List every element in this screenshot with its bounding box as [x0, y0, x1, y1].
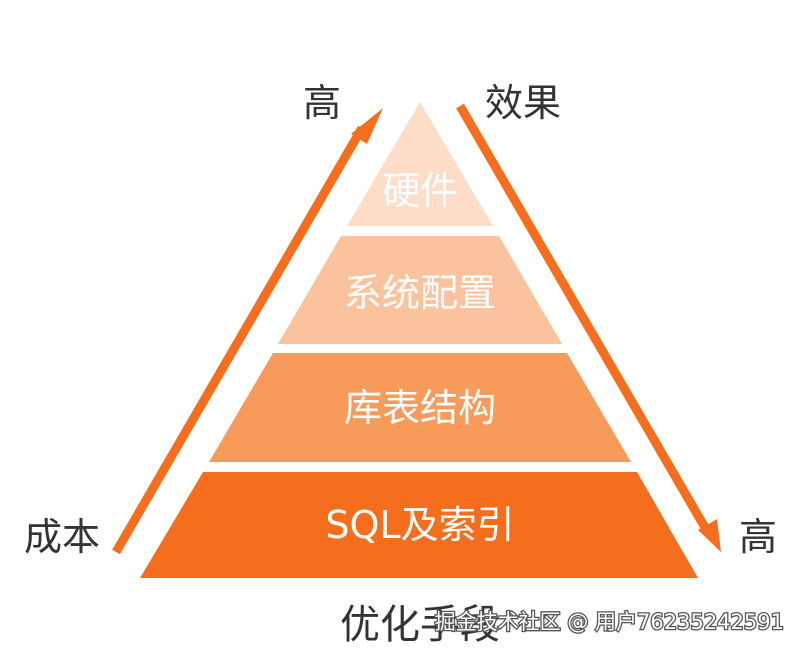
cost-arrow-shaft	[112, 125, 366, 555]
right-bottom-label: 高	[739, 515, 777, 559]
tier-label-sql-index: SQL及索引	[325, 503, 514, 547]
left-top-label: 高	[303, 81, 341, 125]
effect-arrow-head	[698, 519, 721, 552]
effect-arrow-shaft	[456, 103, 711, 534]
left-bottom-label: 成本	[24, 515, 100, 559]
right-top-label: 效果	[485, 81, 561, 125]
tier-system-config	[278, 236, 562, 344]
cost-arrow-head	[351, 108, 383, 144]
tier-label-table-structure: 库表结构	[344, 386, 496, 430]
watermark-text: 掘金技术社区 @ 用户76235242591	[435, 610, 784, 634]
tier-label-system-config: 系统配置	[344, 271, 496, 315]
tier-table-structure	[209, 353, 631, 462]
tier-hardware	[347, 102, 493, 226]
bottom-caption: 优化手段	[340, 602, 500, 648]
tier-label-hardware: 硬件	[382, 169, 458, 213]
tier-sql-index	[140, 472, 698, 578]
